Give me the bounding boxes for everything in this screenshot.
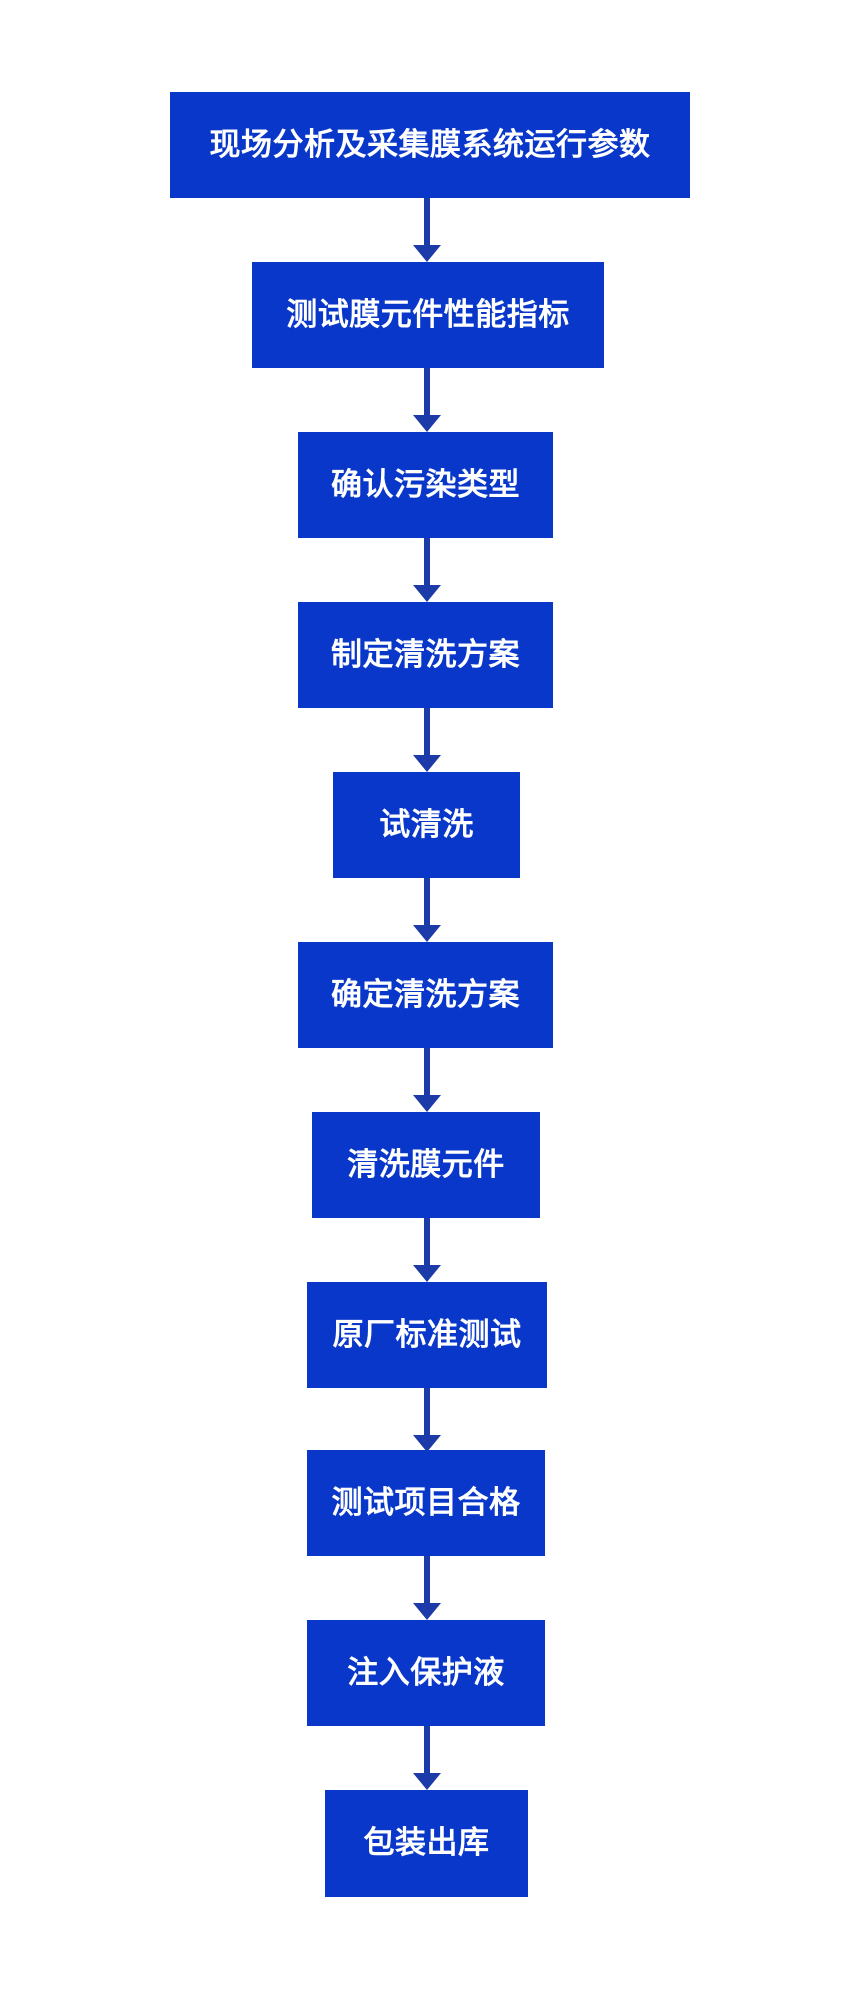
flow-node-3: 确认污染类型 <box>298 432 553 538</box>
arrow-stem <box>424 1048 430 1095</box>
arrow-stem <box>424 368 430 415</box>
arrow-head <box>413 1265 441 1282</box>
flow-node-10: 注入保护液 <box>307 1620 545 1726</box>
flow-node-7: 清洗膜元件 <box>312 1112 540 1218</box>
arrow-stem <box>424 1726 430 1773</box>
arrow-head <box>413 1095 441 1112</box>
arrow-stem <box>424 1388 430 1435</box>
flow-node-5: 试清洗 <box>333 772 520 878</box>
arrow-stem <box>424 198 430 245</box>
flow-node-8: 原厂标准测试 <box>307 1282 547 1388</box>
arrow-down-icon-8 <box>413 1388 441 1452</box>
arrow-head <box>413 415 441 432</box>
arrow-head <box>413 245 441 262</box>
arrow-down-icon-10 <box>413 1726 441 1790</box>
arrow-down-icon-6 <box>413 1048 441 1112</box>
arrow-stem <box>424 1218 430 1265</box>
arrow-head <box>413 925 441 942</box>
flow-node-6: 确定清洗方案 <box>298 942 553 1048</box>
flow-node-4: 制定清洗方案 <box>298 602 553 708</box>
arrow-head <box>413 755 441 772</box>
arrow-down-icon-4 <box>413 708 441 772</box>
arrow-down-icon-2 <box>413 368 441 432</box>
arrow-stem <box>424 708 430 755</box>
arrow-head <box>413 1773 441 1790</box>
flow-node-11: 包装出库 <box>325 1790 528 1897</box>
arrow-down-icon-9 <box>413 1556 441 1620</box>
flow-node-1: 现场分析及采集膜系统运行参数 <box>170 92 690 198</box>
arrow-down-icon-1 <box>413 198 441 262</box>
arrow-stem <box>424 538 430 585</box>
arrow-head <box>413 585 441 602</box>
flow-node-9: 测试项目合格 <box>307 1450 545 1556</box>
arrow-down-icon-3 <box>413 538 441 602</box>
arrow-down-icon-5 <box>413 878 441 942</box>
arrow-head <box>413 1435 441 1452</box>
arrow-head <box>413 1603 441 1620</box>
arrow-down-icon-7 <box>413 1218 441 1282</box>
arrow-stem <box>424 878 430 925</box>
flow-node-2: 测试膜元件性能指标 <box>252 262 604 368</box>
arrow-stem <box>424 1556 430 1603</box>
